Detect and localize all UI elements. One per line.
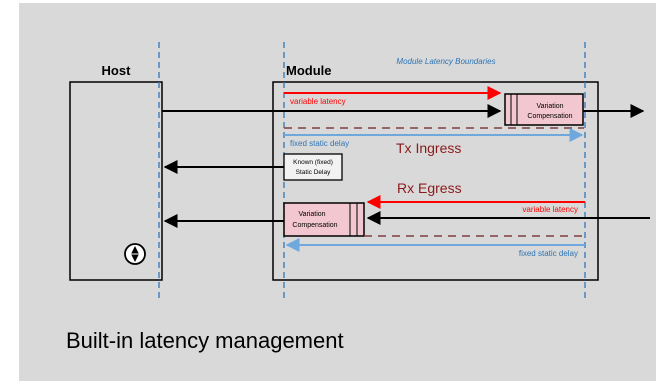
- rx-fixed-delay-label: fixed static delay: [519, 249, 578, 258]
- tx-fixed-delay-label: fixed static delay: [290, 139, 349, 148]
- tx-ingress-label: Tx Ingress: [396, 140, 461, 156]
- caption: Built-in latency management: [66, 328, 344, 353]
- rx-variable-latency-label: variable latency: [522, 205, 578, 214]
- tx-variable-latency-label: variable latency: [290, 97, 346, 106]
- diagram-panel: [19, 3, 656, 381]
- tx-compensation-label-1: Variation: [536, 103, 563, 110]
- clock-icon: [124, 243, 146, 265]
- rx-compensation-label-2: Compensation: [292, 222, 337, 229]
- host-label: Host: [102, 63, 132, 78]
- tx-compensation-buffer: Variation Compensation: [504, 93, 584, 126]
- known-static-delay-box: Known (fixed) Static Delay: [283, 153, 343, 181]
- host-box: [69, 81, 163, 281]
- boundaries-label: Module Latency Boundaries: [396, 57, 495, 66]
- tx-compensation-label-2: Compensation: [527, 113, 572, 120]
- rx-compensation-buffer: Variation Compensation: [283, 202, 365, 237]
- module-box: [272, 81, 599, 281]
- known-delay-label-2: Static Delay: [296, 169, 331, 176]
- known-delay-label-1: Known (fixed): [293, 159, 333, 166]
- rx-egress-label: Rx Egress: [397, 180, 462, 196]
- module-label: Module: [286, 63, 332, 78]
- rx-compensation-label-1: Variation: [298, 211, 325, 218]
